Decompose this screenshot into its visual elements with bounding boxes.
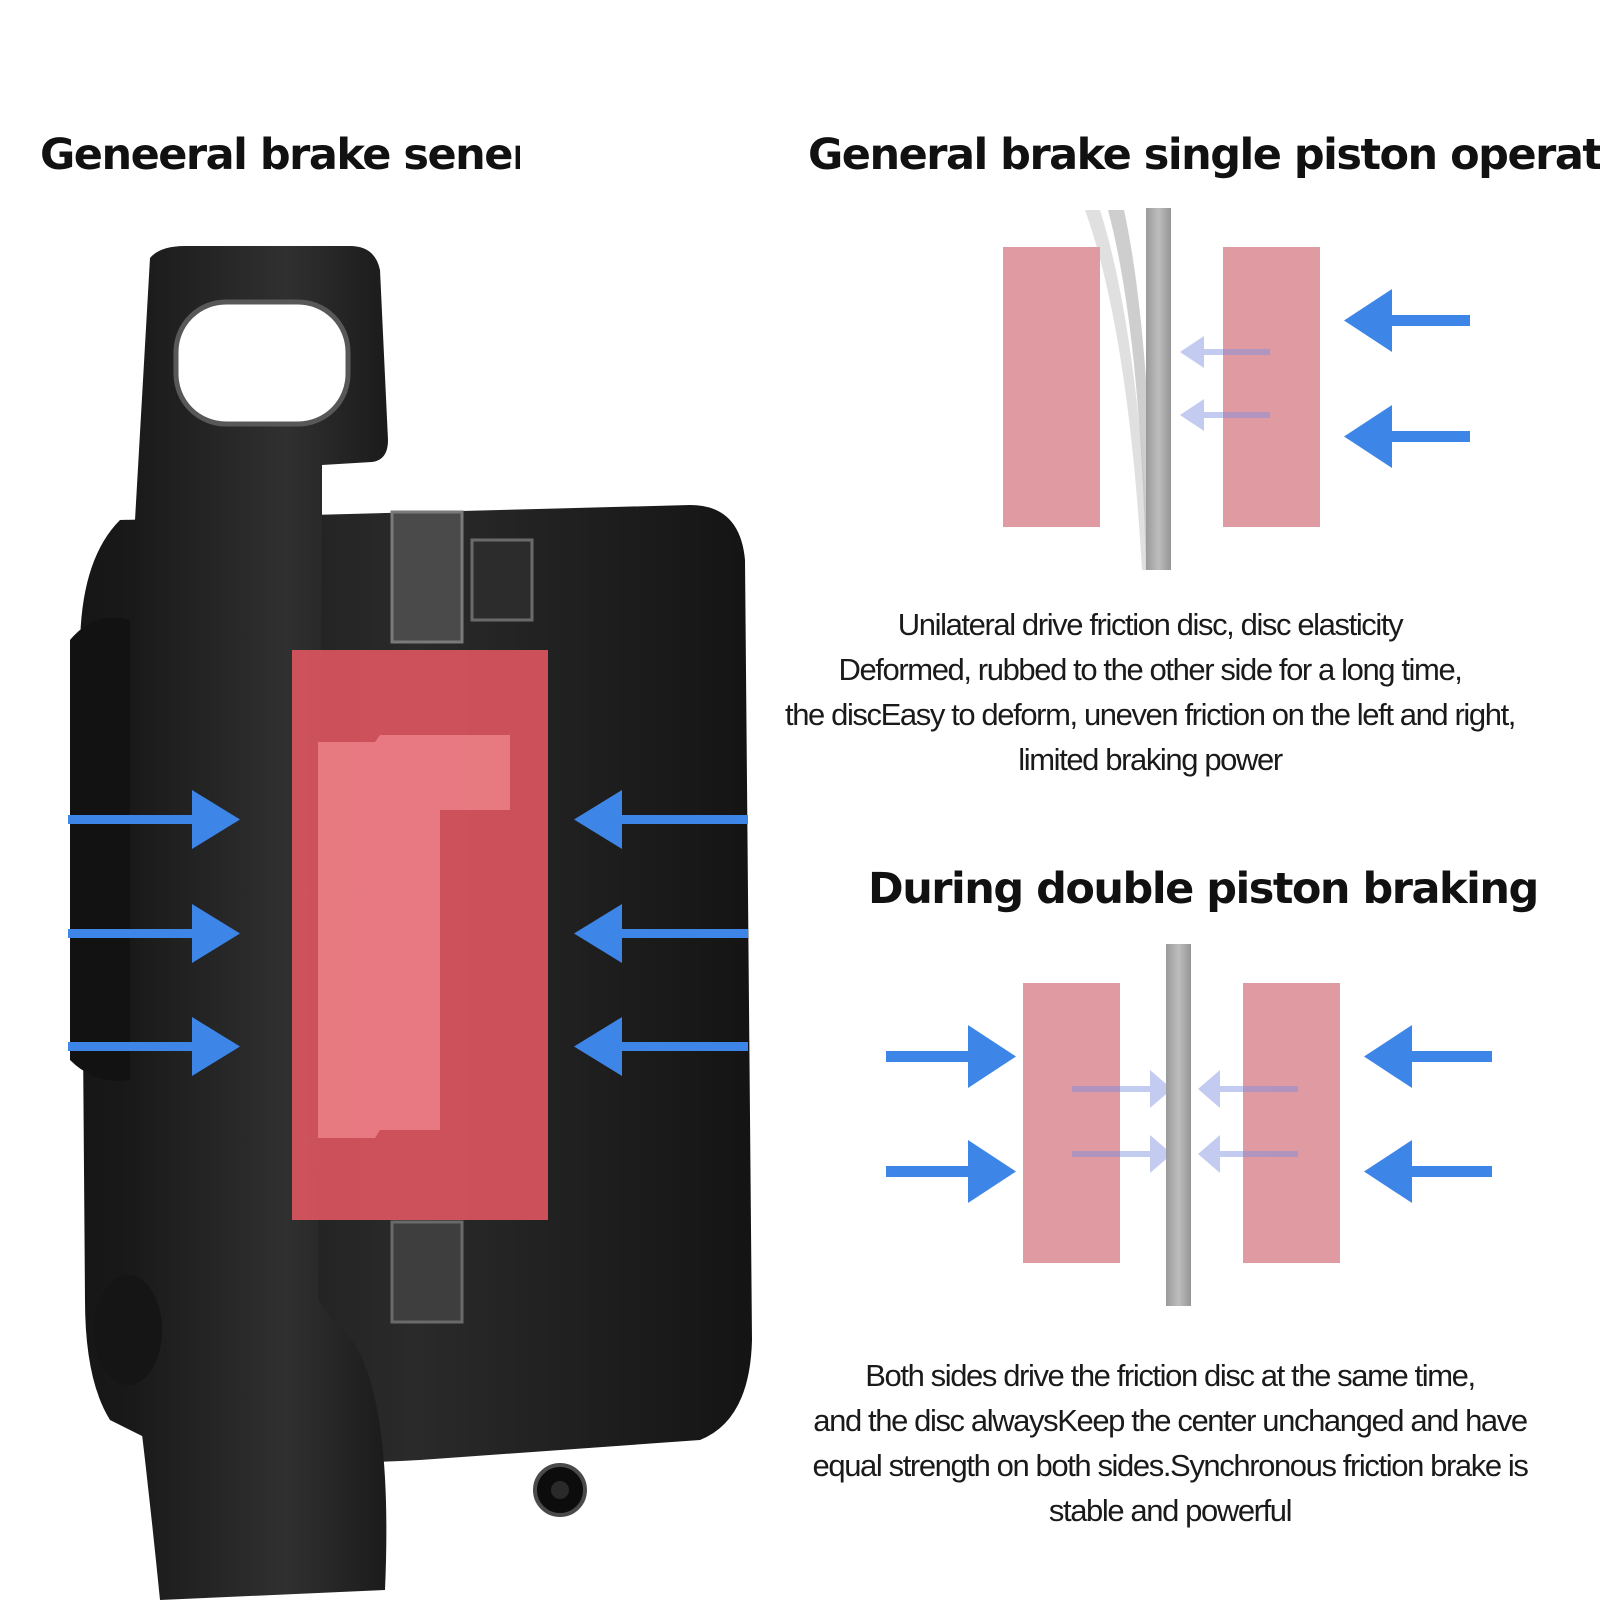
arrow-left-icon: [1364, 1140, 1492, 1203]
brake-caliper-illustration: [70, 246, 752, 1600]
pad-inner-shape: [318, 735, 510, 1138]
brake-pad-right: [1243, 983, 1340, 1263]
arrow-left-icon: [1180, 336, 1270, 368]
arrow-left-icon: [574, 1017, 748, 1076]
caliper-left-bulge: [70, 617, 130, 1081]
faint-arrows: [1180, 336, 1270, 431]
brake-pad-right: [1223, 247, 1320, 527]
disc-deformed-ghost: [1085, 210, 1150, 570]
caliper-bolt: [94, 1275, 162, 1385]
pad-slot-top-right: [470, 538, 534, 622]
arrow-right-icon: [886, 1025, 1016, 1088]
arrow-right-icon: [1072, 1135, 1172, 1173]
caption-line: Both sides drive the friction disc at th…: [865, 1358, 1476, 1393]
arrow-left-icon: [1198, 1070, 1298, 1108]
caliper-arrows-right: [574, 790, 748, 1076]
arrow-left-icon: [1180, 399, 1270, 431]
double-piston-title: During double piston braking: [868, 864, 1539, 914]
double-piston-caption: Both sides drive the friction disc at th…: [775, 1353, 1565, 1533]
single-piston-title: General brake single piston operation: [808, 130, 1600, 180]
bleed-port-inner: [551, 1481, 569, 1499]
arrow-left-icon: [1364, 1025, 1492, 1088]
double-piston-diagram: [886, 944, 1492, 1306]
caption-line: Unilateral drive friction disc, disc ela…: [897, 607, 1404, 642]
pad-slot-top: [390, 510, 464, 644]
brake-disc: [1166, 944, 1191, 1306]
caption-line: and the disc alwaysKeep the center uncha…: [813, 1403, 1528, 1438]
caption-line: stable and powerful: [1048, 1493, 1293, 1528]
brake-disc: [1146, 208, 1171, 570]
brake-pad-left: [1023, 983, 1120, 1263]
arrow-right-icon: [68, 790, 240, 849]
arrow-right-icon: [886, 1140, 1016, 1203]
arrow-right-icon: [68, 904, 240, 963]
arrow-right-icon: [68, 1017, 240, 1076]
pad-slot-bottom: [390, 1220, 464, 1324]
arrow-right-icon: [1072, 1070, 1172, 1108]
arrow-left-icon: [1344, 405, 1470, 468]
caption-line: the discEasy to deform, uneven friction …: [785, 697, 1516, 732]
arrow-left-icon: [1344, 289, 1470, 352]
arrow-left-icon: [574, 904, 748, 963]
left-panel-title: Geneeral brake seneral: [40, 130, 520, 180]
brake-pad-left: [1003, 247, 1100, 527]
single-piston-diagram: [1003, 208, 1470, 570]
mounting-hole: [173, 299, 351, 427]
caption-line: Deformed, rubbed to the other side for a…: [838, 652, 1462, 687]
arrow-left-icon: [1198, 1135, 1298, 1173]
single-piston-caption: Unilateral drive friction disc, disc ela…: [760, 602, 1540, 782]
caliper-arrows-left: [68, 790, 240, 1076]
caption-line: limited braking power: [1018, 742, 1283, 777]
caption-line: equal strength on both sides.Synchronous…: [812, 1448, 1529, 1483]
arrow-left-icon: [574, 790, 748, 849]
faint-arrows: [1072, 1070, 1298, 1173]
mounting-bracket: [135, 246, 388, 1600]
